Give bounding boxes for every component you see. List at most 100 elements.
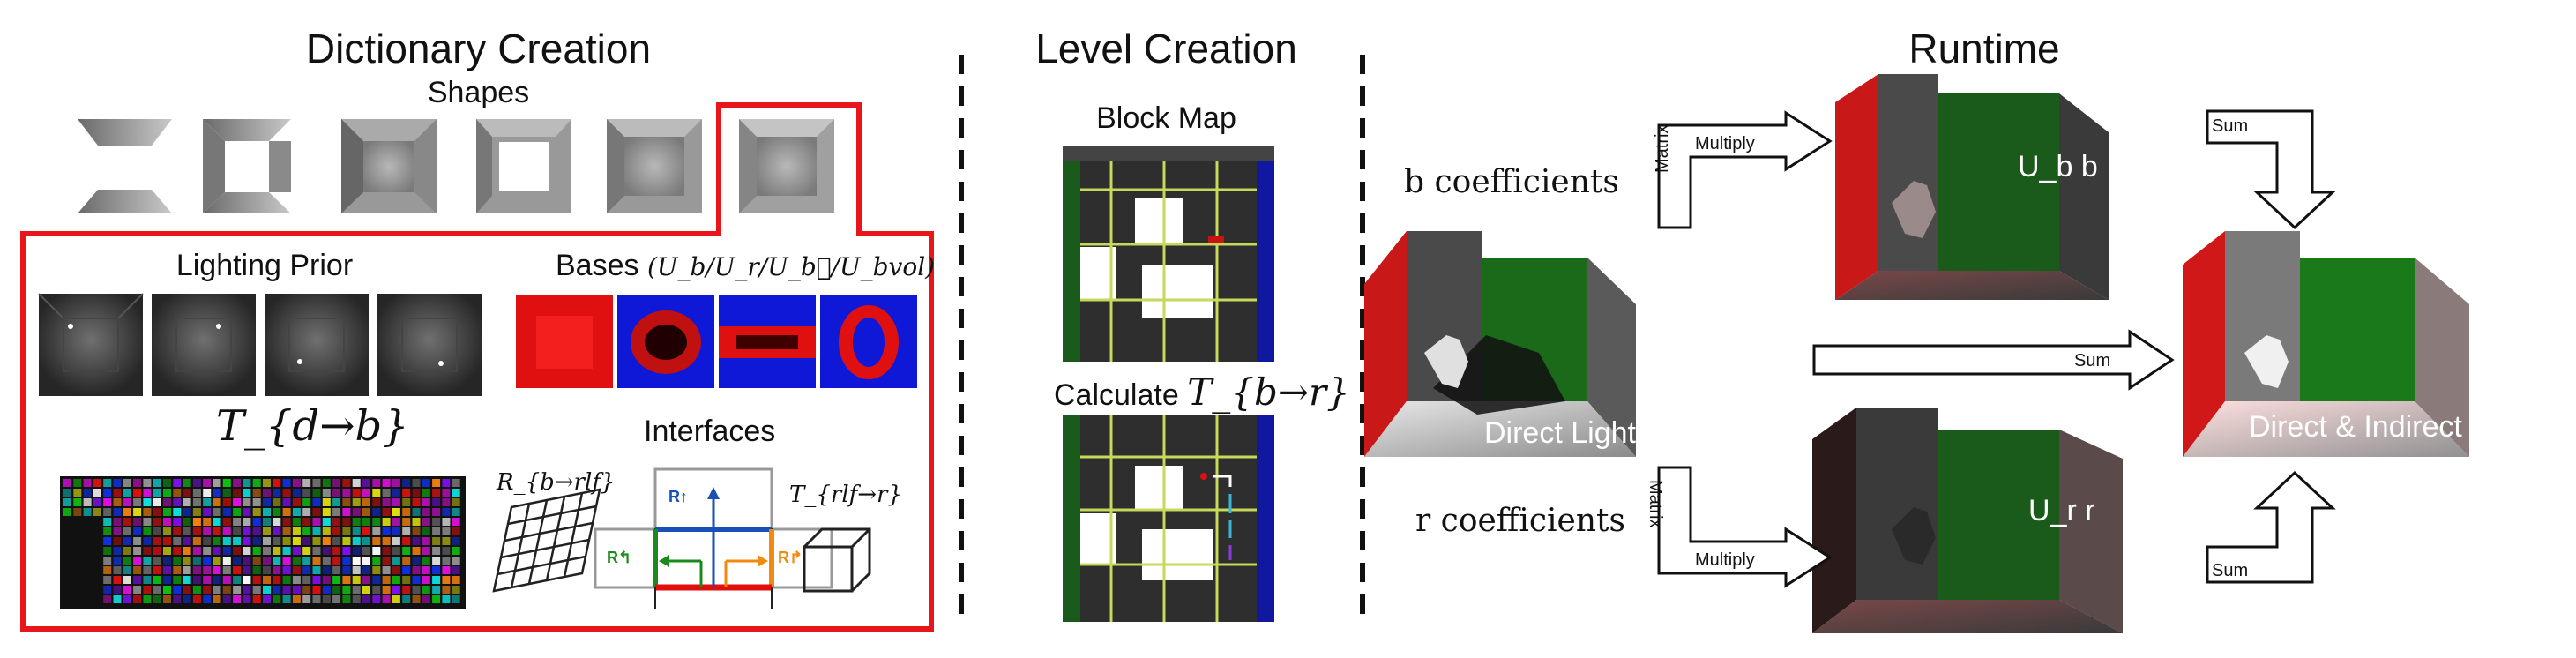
atlas-cell: [123, 498, 131, 506]
atlas-cell: [342, 557, 351, 565]
atlas-cell: [213, 576, 221, 584]
atlas-cell: [252, 547, 261, 555]
atlas-cell: [452, 537, 460, 545]
atlas-cell: [392, 557, 400, 565]
atlas-cell: [163, 498, 171, 506]
matrix-label-lower: Matrix: [1646, 480, 1665, 528]
atlas-cell: [192, 479, 201, 487]
atlas-cell: [352, 489, 361, 497]
atlas-cell: [133, 595, 142, 603]
atlas-cell: [432, 557, 441, 565]
atlas-cell: [412, 498, 421, 506]
atlas-cell: [422, 498, 430, 506]
multiply-label-upper: Multiply: [1695, 134, 1755, 153]
atlas-cell: [362, 576, 370, 584]
atlas-cell: [113, 508, 122, 516]
atlas-cell: [173, 508, 182, 516]
atlas-cell: [143, 518, 152, 526]
atlas-cell: [352, 479, 361, 487]
atlas-cell: [222, 498, 231, 506]
atlas-cell: [312, 595, 321, 603]
atlas-cell: [143, 547, 152, 555]
atlas-cell: [332, 498, 341, 506]
atlas-cell: [342, 479, 351, 487]
atlas-cell: [252, 586, 261, 594]
atlas-cell: [252, 489, 261, 497]
atlas-cell: [113, 489, 122, 497]
atlas-cell: [183, 498, 191, 506]
atlas-cell: [302, 586, 311, 594]
atlas-cell: [422, 489, 430, 497]
atlas-cell: [432, 518, 441, 526]
atlas-cell: [252, 498, 261, 506]
atlas-cell: [113, 547, 122, 555]
atlas-cell: [133, 527, 142, 535]
calculate-label: Calculate T_{b→r}: [1054, 370, 1350, 414]
atlas-cell: [222, 547, 231, 555]
interface-label-left: R↰: [607, 549, 632, 566]
atlas-cell: [432, 576, 441, 584]
atlas-cell: [392, 489, 400, 497]
atlas-cell: [362, 586, 370, 594]
atlas-cell: [173, 498, 182, 506]
atlas-cell: [263, 595, 271, 603]
atlas-cell: [243, 586, 251, 594]
shape-tile-3: [341, 119, 437, 213]
atlas-cell: [113, 576, 122, 584]
atlas-cell: [282, 547, 291, 555]
atlas-cell: [213, 586, 221, 594]
atlas-cell: [412, 586, 421, 594]
atlas-cell: [103, 479, 112, 487]
atlas-cell: [263, 557, 271, 565]
atlas-cell: [233, 537, 242, 545]
atlas-cell: [422, 557, 430, 565]
atlas-cell: [372, 508, 381, 516]
room-direct-indirect: [2183, 231, 2469, 457]
atlas-cell: [382, 527, 391, 535]
atlas-cell: [163, 479, 171, 487]
atlas-cell: [312, 508, 321, 516]
atlas-cell: [63, 508, 71, 516]
atlas-cell: [322, 508, 331, 516]
atlas-cell: [163, 586, 171, 594]
atlas-cell: [292, 498, 301, 506]
atlas-cell: [452, 489, 460, 497]
atlas-cell: [163, 547, 171, 555]
atlas-cell: [352, 498, 361, 506]
atlas-cell: [143, 479, 152, 487]
interface-label-right: R↱: [778, 549, 803, 566]
atlas-cell: [163, 527, 171, 535]
atlas-cell: [233, 508, 242, 516]
atlas-cell: [432, 527, 441, 535]
direct-indirect-label: Direct & Indirect: [2249, 410, 2462, 444]
atlas-cell: [292, 518, 301, 526]
atlas-cell: [103, 576, 112, 584]
atlas-cell: [273, 479, 281, 487]
atlas-cell: [192, 566, 201, 574]
atlas-cell: [372, 566, 381, 574]
atlas-cell: [452, 576, 460, 584]
atlas-cell: [63, 479, 71, 487]
atlas-cell: [113, 527, 122, 535]
atlas-cell: [312, 566, 321, 574]
atlas-cell: [332, 527, 341, 535]
atlas-cell: [442, 547, 451, 555]
atlas-cell: [412, 566, 421, 574]
atlas-cell: [192, 518, 201, 526]
atlas-cell: [432, 537, 441, 545]
atlas-cell: [442, 595, 451, 603]
atlas-cell: [342, 527, 351, 535]
atlas-cell: [342, 489, 351, 497]
atlas-cell: [243, 527, 251, 535]
atlas-cell: [422, 595, 430, 603]
atlas-cell: [302, 576, 311, 584]
atlas-cell: [312, 537, 321, 545]
atlas-cell: [243, 518, 251, 526]
atlas-cell: [113, 586, 122, 594]
atlas-cell: [452, 527, 460, 535]
atlas-cell: [292, 527, 301, 535]
atlas-cell: [412, 595, 421, 603]
atlas-cell: [163, 595, 171, 603]
atlas-cell: [302, 557, 311, 565]
atlas-cell: [263, 566, 271, 574]
